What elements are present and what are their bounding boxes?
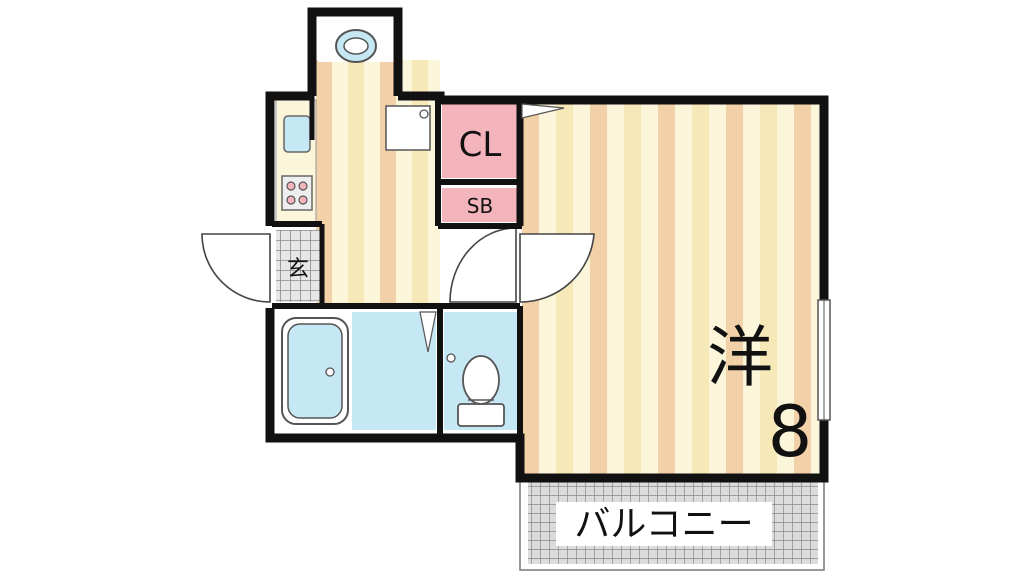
floor-plank xyxy=(607,102,624,476)
floor-plank xyxy=(709,102,726,476)
bath-door-mark xyxy=(419,311,437,353)
floor-plank xyxy=(675,102,692,476)
balcony-label-bg xyxy=(556,502,772,546)
western-room-size: 8 xyxy=(768,391,813,473)
walls xyxy=(265,7,829,483)
floor-plank xyxy=(760,102,777,476)
floor-plank xyxy=(794,102,811,476)
floor-plank xyxy=(348,60,364,306)
entrance-label: 玄 xyxy=(287,257,309,282)
washbasin-icon xyxy=(318,18,394,63)
door-swings xyxy=(201,227,595,303)
toilet-icon xyxy=(446,353,505,427)
closet-label: CL xyxy=(459,125,502,165)
entrance-floor xyxy=(276,230,320,302)
closet-door-mark xyxy=(521,103,565,119)
shoe-box xyxy=(442,188,518,222)
floor-plank xyxy=(658,102,675,476)
floor-plank xyxy=(743,102,760,476)
balcony-label: バルコニー xyxy=(574,504,753,545)
bathtub-icon xyxy=(281,317,349,425)
kitchen-sink-icon xyxy=(283,115,311,153)
floor-plank xyxy=(777,102,794,476)
floor-plank xyxy=(590,102,607,476)
closet xyxy=(442,102,518,178)
floor-plank xyxy=(573,102,590,476)
stove-icon xyxy=(281,175,313,211)
western-room-label: 洋 xyxy=(707,319,773,396)
floor-plank xyxy=(726,102,743,476)
floor-plank xyxy=(556,102,573,476)
floor-plank xyxy=(332,60,348,306)
floor-plank xyxy=(364,60,380,306)
drain-icon xyxy=(419,109,429,119)
shoe-box-label: SB xyxy=(467,194,493,218)
western-room-floor xyxy=(522,102,822,476)
window xyxy=(817,299,831,421)
floor-plank xyxy=(624,102,641,476)
floor-plank xyxy=(811,102,822,476)
floor-plank xyxy=(380,60,396,306)
floor-plank xyxy=(692,102,709,476)
floor-plank xyxy=(641,102,658,476)
